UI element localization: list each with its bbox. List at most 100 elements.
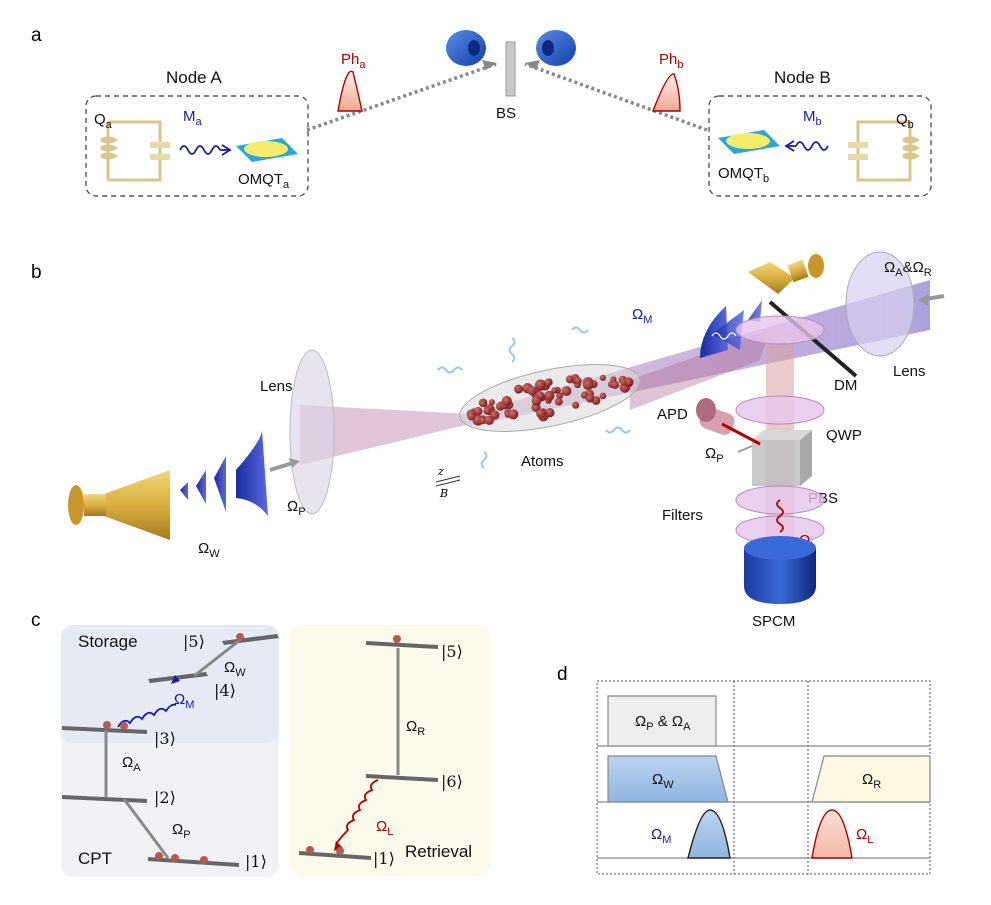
microwave-photon-b: [795, 141, 829, 151]
panel-label-a: a: [31, 25, 42, 46]
omqt-a-label: OMQTa: [238, 171, 290, 191]
level-5-right: [366, 641, 438, 649]
ph-b-label: Phb: [659, 51, 683, 71]
atoms: [466, 374, 634, 426]
ket-3-left: |3⟩: [154, 729, 176, 748]
pulse-r: [811, 755, 931, 803]
horn-top-right: [748, 254, 824, 294]
axis-b-label: B: [439, 487, 448, 500]
right-atom-dots: [306, 635, 401, 855]
node-a-box: [85, 95, 309, 197]
node-a-label: Node A: [166, 68, 222, 87]
optical-channel-b: [524, 62, 708, 132]
retrieval-box: [290, 625, 490, 877]
pulse-w: [607, 755, 729, 803]
omega-w-label: ΩW: [198, 540, 220, 560]
omega-p-left-label: ΩP: [287, 498, 306, 518]
m-b-label: Mb: [803, 108, 822, 128]
atom: [582, 379, 594, 391]
atom: [544, 390, 555, 401]
panel-label-d: d: [557, 664, 568, 685]
bs-output-arrow-right: [525, 60, 540, 70]
atom: [544, 378, 552, 387]
detector-left: [446, 30, 486, 66]
qwp: [735, 395, 825, 425]
cpt-label: CPT: [78, 849, 112, 868]
atom: [554, 397, 563, 406]
omega-w-c-label: ΩW: [224, 659, 246, 679]
probe-arrowhead: [289, 458, 300, 468]
atom: [599, 374, 607, 381]
atom: [474, 407, 483, 416]
right-level-diagram: [299, 641, 438, 860]
dm-label: DM: [834, 377, 857, 394]
panel-label-b: b: [31, 262, 42, 283]
q-b-label: Qb: [896, 111, 914, 131]
level-1-right: [299, 851, 371, 860]
atom: [625, 379, 632, 386]
atom: [514, 384, 524, 394]
pulse-l: [811, 809, 853, 859]
m-a-label: Ma: [183, 108, 203, 128]
bs-label: BS: [496, 105, 516, 122]
spcm-detector: [744, 536, 816, 604]
left-atom-dots: [103, 633, 244, 864]
ket-4-left: |4⟩: [214, 681, 236, 700]
ket-6-right: |6⟩: [441, 772, 463, 791]
pbs-cube: [752, 430, 812, 486]
transition-l: [335, 779, 379, 845]
panel-label-c: c: [31, 610, 41, 631]
apd-beam: [721, 422, 761, 446]
omqt-b-device: [718, 130, 780, 154]
atom: [599, 392, 607, 400]
omqt-a-device: [236, 138, 298, 162]
atom: [572, 401, 580, 409]
omega-p-arrow: [737, 445, 753, 453]
apd-label: APD: [657, 406, 688, 423]
atom: [501, 396, 512, 406]
node-b-box: [708, 95, 932, 197]
omega-r-c-label: ΩR: [406, 718, 425, 738]
pulse-pa-label: ΩP & ΩA: [635, 713, 691, 733]
retrieval-label: Retrieval: [405, 842, 472, 861]
microwave-photon-a: [179, 145, 221, 155]
ph-a-label: Pha: [341, 51, 366, 71]
pulse-m-label: ΩM: [651, 826, 671, 846]
lens-left: [289, 349, 335, 515]
atom: [531, 396, 542, 406]
panel-b: ΩM ΩA&ΩR Lens DM QWP PBS APD ΩP Filters …: [68, 251, 945, 630]
level-6-right: [366, 774, 438, 782]
omega-m-c-label: ΩM: [174, 691, 194, 711]
storage-box: [61, 625, 279, 743]
lens-left-label: Lens: [260, 378, 293, 395]
ket-1-right: |1⟩: [373, 849, 395, 868]
panel-c: Storage CPT Retrieval |5⟩ |4⟩ |3⟩ |2⟩ |1…: [61, 625, 490, 877]
qubit-circuit-a: [100, 120, 170, 182]
lens-right: [845, 251, 915, 357]
bs-output-arrow-left: [482, 60, 497, 70]
atom: [551, 387, 558, 394]
atom: [508, 409, 519, 420]
atom: [484, 415, 494, 425]
beam-splitter: [505, 41, 516, 97]
emitted-microwave: [711, 332, 737, 340]
omega-a-c-label: ΩA: [122, 754, 141, 774]
atom: [488, 399, 495, 406]
q-a-label: Qa: [94, 111, 113, 131]
qwp-upper: [735, 315, 825, 345]
probe-beam-left: [300, 405, 470, 465]
atom: [479, 400, 487, 408]
detector-right: [536, 30, 576, 66]
panel-a: Node A Node B Qa Ma OMQTa Qb Mb: [85, 30, 932, 197]
qubit-circuit-b: [848, 120, 921, 182]
omega-p-right-label: ΩP: [705, 445, 724, 465]
ket-1-left: |1⟩: [245, 852, 267, 871]
atom: [535, 379, 546, 391]
pulse-m: [687, 809, 731, 859]
arrow-a: [220, 144, 232, 156]
atom: [467, 412, 476, 421]
atom: [574, 377, 582, 385]
probe-beam-right: [630, 330, 770, 410]
atom: [556, 392, 564, 399]
